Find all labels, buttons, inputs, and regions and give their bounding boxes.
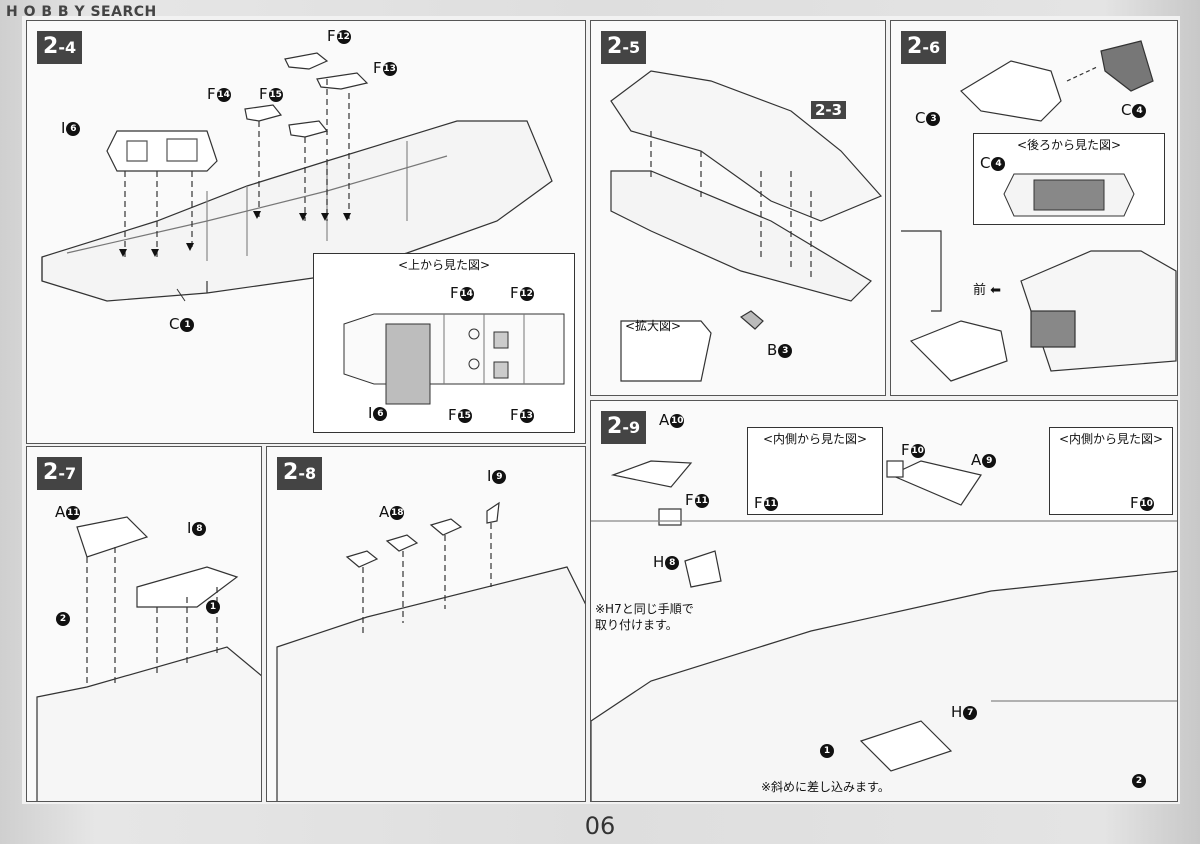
zoom-title: <拡大図> [625,319,682,333]
front-label: 前 ⬅ [973,283,1002,298]
marker-1: 1 [819,741,834,759]
inset-title: <内側から見た図> [762,432,868,446]
hull-diagram [41,52,553,302]
step-number: 2-6 [901,31,947,64]
hull-diagram [591,460,1177,801]
inset-title: <上から見た図> [397,258,491,272]
step-number: 2-8 [277,457,323,490]
inset-title: <後ろから見た図> [1016,138,1122,152]
marker-2: 2 [1131,771,1146,789]
hull-top-diagram [610,70,883,382]
hull-diagram [276,501,585,801]
top-view-diagram [343,313,565,405]
note-insert-diagonally: ※斜めに差し込みます。 [761,780,890,794]
hull-diagram [36,516,261,801]
marker-2: 2 [55,609,70,627]
inset-title: <内側から見た図> [1058,432,1164,446]
step-number: 2-9 [601,411,647,444]
exhaust-diagram [901,40,1177,382]
step-number: 2-4 [37,31,83,64]
ref-2-3: 2-3 [811,101,847,119]
note-same-procedure: ※H7と同じ手順で取り付けます。 [595,602,694,632]
step-number: 2-5 [601,31,647,64]
step-number: 2-7 [37,457,83,490]
marker-1: 1 [205,597,220,615]
rear-view-diagram [1003,173,1135,217]
page-number: 06 [584,812,616,840]
